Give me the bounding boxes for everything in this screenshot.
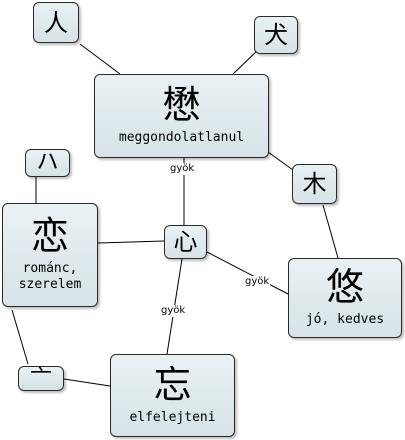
node-center-top: 懋 meggondolatlanul [94,74,269,158]
node-nabe-kanji: 亠 [29,365,52,391]
node-nabe: 亠 [18,366,64,391]
node-ki-kanji: 木 [302,170,327,198]
edge-hito-top [79,43,121,75]
node-yuu-kanji: 悠 [325,265,364,309]
edge-koi-kokoro [97,240,165,244]
node-koi-meaning-line2: szerelem [18,277,82,292]
edge-label-bottom: gyök [160,305,187,317]
node-wasure: 忘 elfelejteni [110,354,235,437]
edge-top-ki [267,151,294,171]
node-yuu: 悠 jó, kedves [288,258,402,338]
node-koi: 恋 románc, szerelem [2,203,98,307]
node-inu-kanji: 犬 [264,21,288,49]
node-hito-kanji: 人 [44,8,68,37]
node-center-top-kanji: 懋 [162,83,201,127]
node-hachi: ハ [25,149,70,177]
edge-nabe-wasure [63,378,111,387]
edge-label-top: gyök [169,163,196,175]
node-center-top-meaning: meggondolatlanul [118,130,245,145]
node-inu: 犬 [254,16,298,54]
node-koi-kanji: 恋 [30,214,69,258]
edge-inu-top [232,49,259,75]
node-kokoro-kanji: 心 [173,228,198,256]
edge-label-right: gyök [244,276,271,288]
node-yuu-meaning: jó, kedves [305,312,385,327]
node-hachi-kanji: ハ [36,150,59,175]
node-kokoro: 心 [164,225,207,259]
node-wasure-kanji: 忘 [153,362,192,407]
node-ki: 木 [292,164,337,204]
edge-koi-nabe [11,309,29,365]
edge-kokoro-yuu [206,251,289,295]
node-hito: 人 [33,2,79,43]
node-koi-meaning-line1: románc, [22,261,78,276]
edge-ki-yuu [322,204,339,259]
node-wasure-meaning: elfelejteni [129,409,216,425]
